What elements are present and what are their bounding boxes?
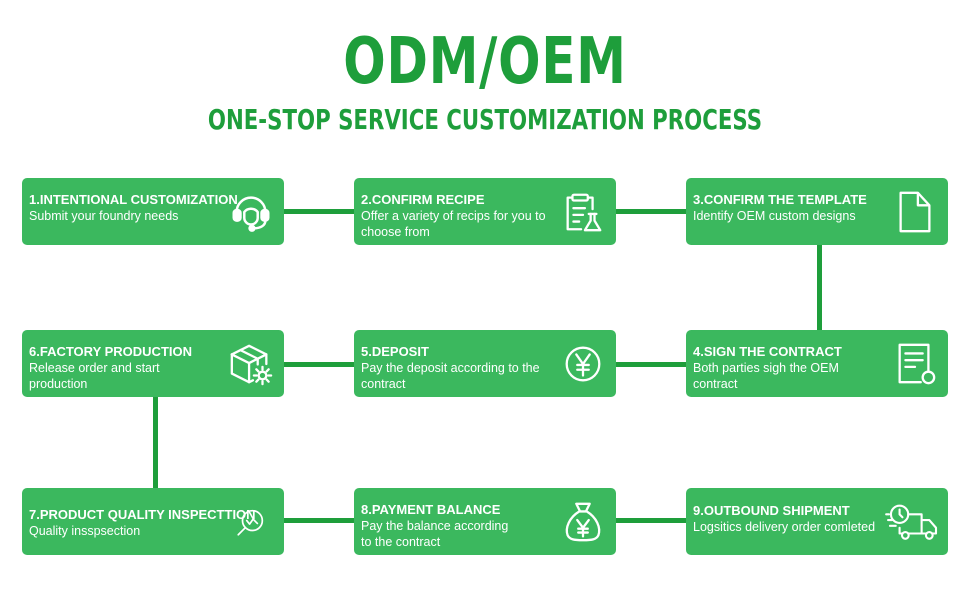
step-7-desc: Quality insspsection	[29, 524, 141, 538]
page-subtitle: ONE-STOP SERVICE CUSTOMIZATION PROCESS	[207, 103, 763, 136]
step-2-desc: Offer a variety of recips for you to cho…	[361, 209, 546, 239]
step-3-box: 3.CONFIRM THE TEMPLATE Identify OEM cust…	[686, 178, 948, 245]
connector-5-6	[284, 362, 355, 367]
step-6-box: 6.FACTORY PRODUCTION Release order and s…	[22, 330, 284, 397]
box-gear-icon	[226, 339, 276, 389]
connector-1-2	[284, 209, 355, 214]
customer-service-headset-icon	[226, 187, 276, 237]
connector-6-7	[153, 397, 158, 489]
step-4-desc: Both parties sigh the OEM contract	[693, 361, 839, 391]
connector-7-8	[284, 518, 355, 523]
step-7-title: 7.PRODUCT QUALITY INSPECTTION	[29, 507, 256, 522]
connector-2-3	[615, 209, 686, 214]
step-2-title: 2.CONFIRM RECIPE	[361, 192, 485, 207]
step-6-desc: Release order and start production	[29, 361, 160, 391]
step-3-desc: Identify OEM custom designs	[693, 209, 856, 223]
step-8-title: 8.PAYMENT BALANCE	[361, 502, 501, 517]
document-icon	[890, 187, 940, 237]
step-8-box: 8.PAYMENT BALANCE Pay the balance accord…	[354, 488, 616, 555]
step-6-title: 6.FACTORY PRODUCTION	[29, 344, 193, 359]
yen-coin-icon	[558, 339, 608, 389]
step-8-desc: Pay the balance according to the contrac…	[361, 519, 509, 549]
money-bag-icon	[558, 497, 608, 547]
step-9-title: 9.OUTBOUND SHIPMENT	[693, 503, 850, 518]
step-1-title: 1.INTENTIONAL CUSTOMIZATION	[29, 192, 238, 207]
magnifier-chart-icon	[226, 497, 276, 547]
step-4-box: 4.SIGN THE CONTRACT Both parties sigh th…	[686, 330, 948, 397]
step-9-box: 9.OUTBOUND SHIPMENT Logsitics delivery o…	[686, 488, 948, 555]
step-9-desc: Logsitics delivery order comleted	[693, 520, 876, 534]
step-2-box: 2.CONFIRM RECIPE Offer a variety of reci…	[354, 178, 616, 245]
step-7-box: 7.PRODUCT QUALITY INSPECTTION Quality in…	[22, 488, 284, 555]
clipboard-flask-icon	[558, 187, 608, 237]
delivery-truck-icon	[882, 497, 944, 547]
step-1-desc: Submit your foundry needs	[29, 209, 179, 223]
step-1-box: 1.INTENTIONAL CUSTOMIZATION Submit your …	[22, 178, 284, 245]
step-3-title: 3.CONFIRM THE TEMPLATE	[693, 192, 867, 207]
connector-8-9	[615, 518, 686, 523]
connector-4-5	[615, 362, 686, 367]
step-4-title: 4.SIGN THE CONTRACT	[693, 344, 842, 359]
step-5-desc: Pay the deposit according to the contrac…	[361, 361, 540, 391]
connector-3-4	[817, 245, 822, 331]
page-title: ODM/OEM	[343, 25, 627, 99]
step-5-box: 5.DEPOSIT Pay the deposit according to t…	[354, 330, 616, 397]
contract-icon	[890, 339, 940, 389]
step-5-title: 5.DEPOSIT	[361, 344, 429, 359]
